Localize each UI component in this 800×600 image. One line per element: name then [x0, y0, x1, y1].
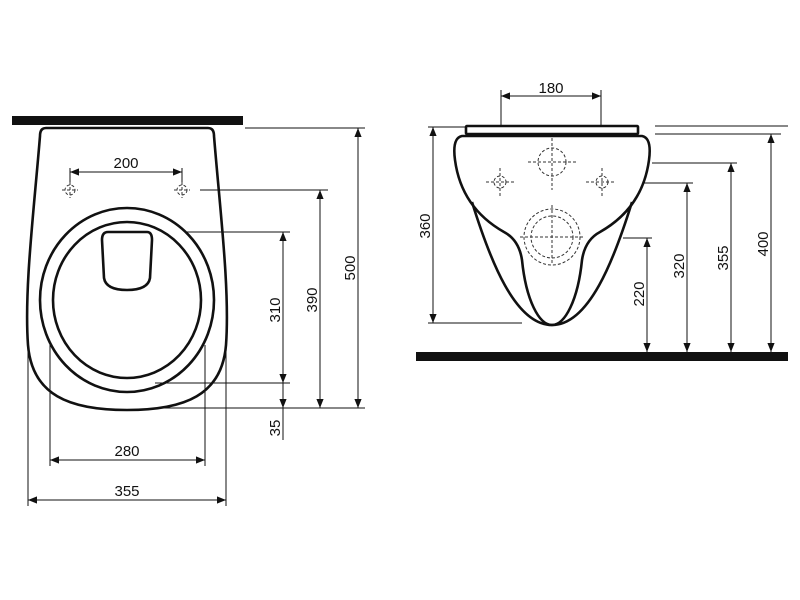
outlet — [520, 205, 584, 266]
lid-recess — [100, 230, 154, 292]
dim-200: 200 — [113, 155, 138, 172]
seat-outer — [38, 206, 216, 394]
dim-390: 390 — [304, 287, 321, 312]
dim-355-width: 355 — [114, 483, 139, 500]
left-bolt — [486, 168, 516, 198]
dim-500: 500 — [342, 255, 359, 280]
dim-400: 400 — [755, 231, 772, 256]
dim-280: 280 — [114, 443, 139, 460]
dim-360: 360 — [417, 213, 434, 238]
dim-310: 310 — [267, 297, 284, 322]
mounting-hole-left — [62, 182, 78, 198]
mounting-hole-right — [174, 182, 190, 198]
wall-bar — [12, 116, 243, 125]
bowl-outline — [25, 126, 229, 412]
dim-220: 220 — [631, 281, 648, 306]
pedestal-outline — [470, 201, 634, 327]
dim-35: 35 — [267, 420, 284, 437]
dim-320: 320 — [671, 253, 688, 278]
dim-180: 180 — [538, 80, 563, 97]
seat-rim — [464, 124, 640, 136]
upper-inlet — [528, 138, 578, 190]
dim-355-height: 355 — [715, 245, 732, 270]
top-view: 200 310 390 500 35 280 355 — [12, 116, 365, 506]
right-bolt — [586, 168, 616, 198]
rear-view: 180 360 220 320 355 400 — [416, 80, 788, 361]
seat-inner — [51, 220, 203, 380]
floor-bar — [416, 352, 788, 361]
